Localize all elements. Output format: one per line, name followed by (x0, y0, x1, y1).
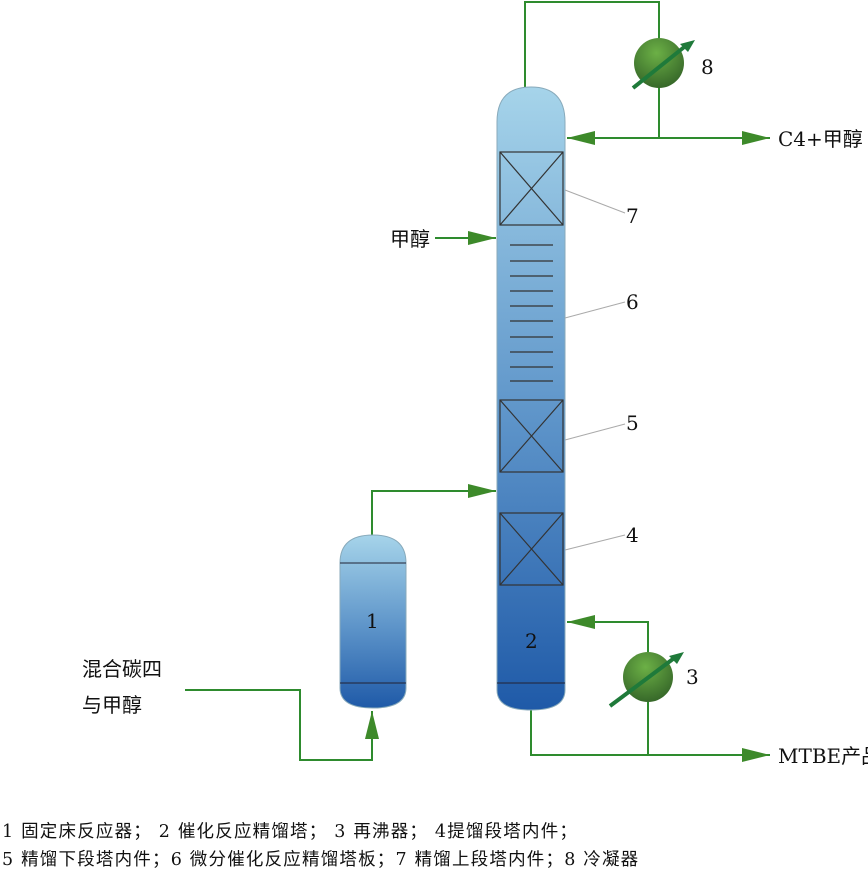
methanol-feed-label: 甲醇 (390, 227, 430, 251)
internal-4-number: 4 (626, 523, 639, 547)
internal-5-number: 5 (626, 411, 639, 435)
leader-lines (564, 189, 626, 551)
trays-6 (510, 244, 553, 382)
feed-pipe (185, 689, 379, 761)
bottom-product-pipe (530, 708, 770, 762)
reboiler-number: 3 (686, 665, 699, 689)
condenser (631, 38, 695, 90)
reboiler-return-pipe (567, 615, 649, 652)
packing-7 (499, 151, 564, 226)
fixed-bed-reactor (339, 534, 407, 709)
internal-6-number: 6 (626, 290, 639, 314)
process-flow-diagram: 混合碳四 与甲醇 甲醇 C4+甲醇 MTBE产品 1 2 3 4 5 6 7 8 (82, 1, 868, 768)
overhead-pipe (524, 1, 660, 90)
caption-line-2: 5 精馏下段塔内件；6 微分催化反应精馏塔板；7 精馏上段塔内件；8 冷凝器 (2, 850, 640, 870)
reactor-number: 1 (366, 609, 379, 633)
caption-line-1: 1 固定床反应器； 2 催化反应精馏塔； 3 再沸器； 4提馏段塔内件； (2, 822, 579, 842)
condenser-number: 8 (701, 55, 714, 79)
packing-5 (499, 399, 564, 473)
column-number: 2 (525, 629, 538, 653)
feed-label-line2: 与甲醇 (82, 693, 142, 717)
top-product-label: C4+甲醇 (778, 127, 863, 151)
bottom-product-label: MTBE产品 (778, 744, 868, 768)
internal-7-number: 7 (626, 204, 639, 228)
feed-label-line1: 混合碳四 (82, 657, 162, 681)
reactive-distillation-column (496, 86, 566, 711)
reboiler (608, 652, 684, 708)
pipes (185, 1, 770, 762)
reactor-outlet-pipe (371, 484, 496, 537)
packing-4 (499, 512, 564, 586)
